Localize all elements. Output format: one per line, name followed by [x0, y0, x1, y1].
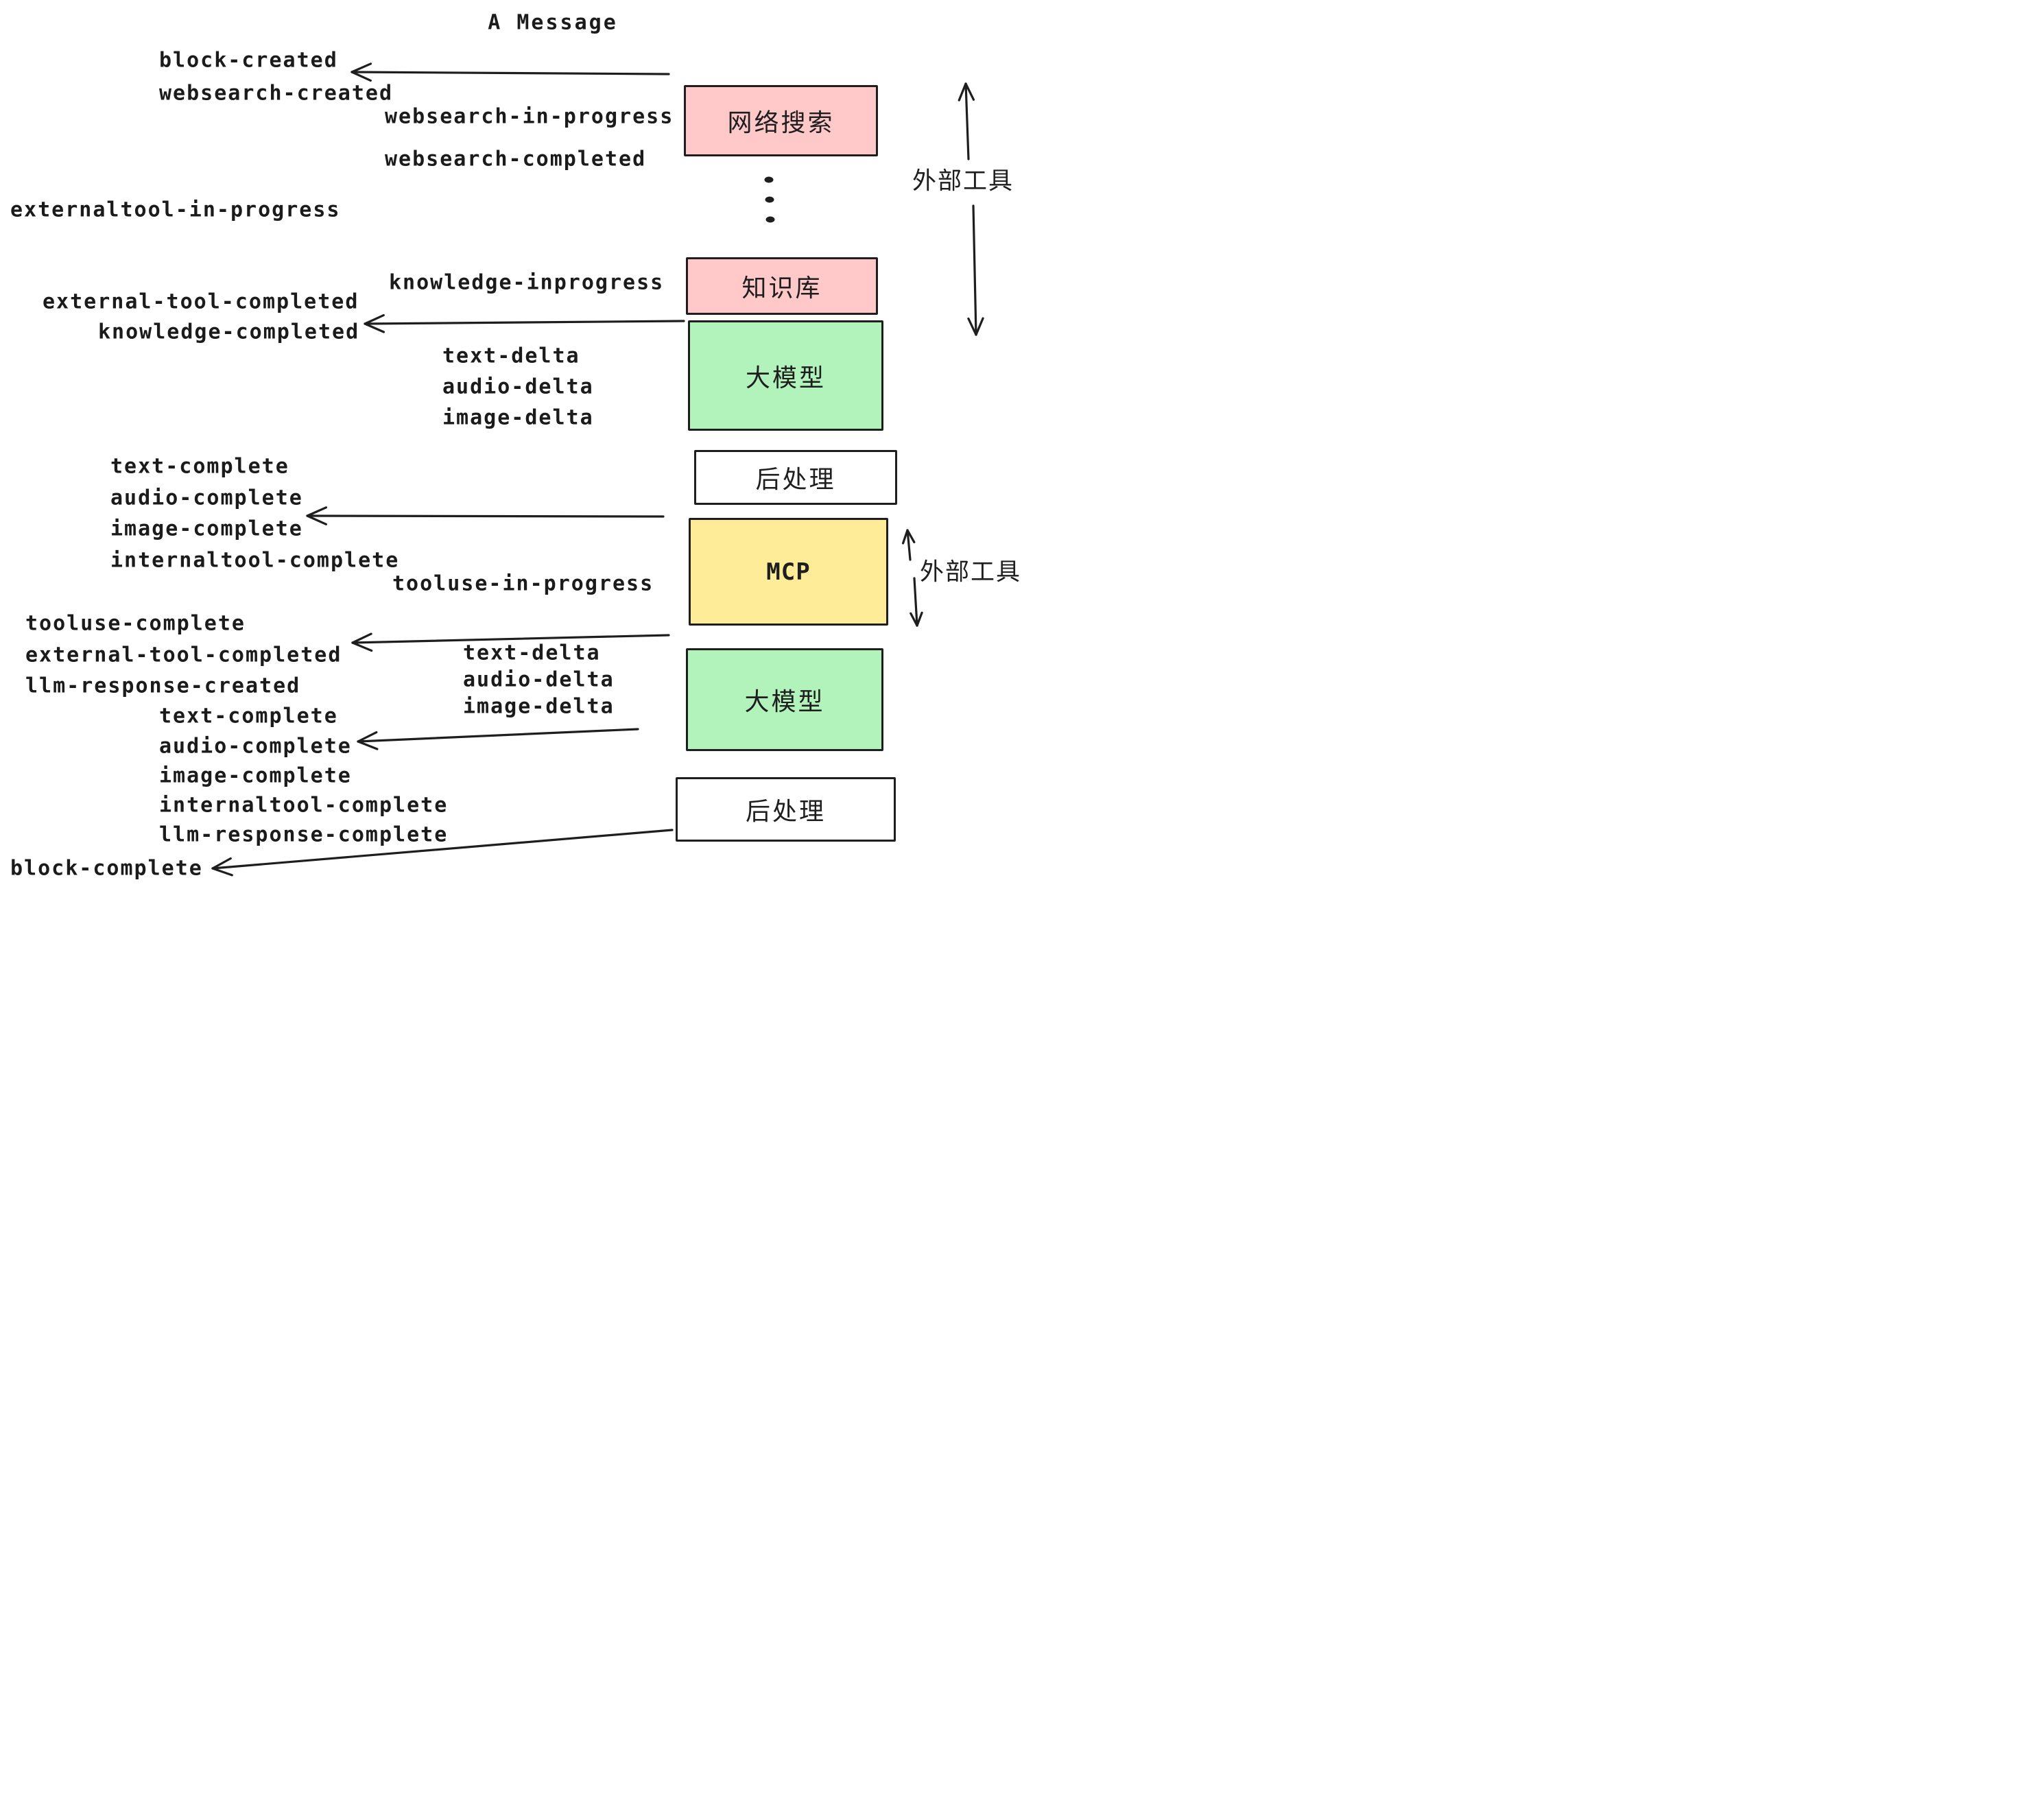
external-tools-label-2: 外部工具 [920, 558, 1022, 586]
event-label-external-tool-completed: external-tool-completed [25, 643, 342, 667]
event-label-externaltool-in-progress: externaltool-in-progress [10, 198, 341, 222]
arrow-to-tooluse-complete [351, 632, 670, 652]
process-box-3: 大模型 [688, 320, 883, 431]
event-label-websearch-created: websearch-created [159, 81, 394, 106]
external-tools-arrow-down-1 [967, 204, 984, 336]
event-label-block-created: block-created [159, 48, 338, 73]
process-box-label: 后处理 [755, 466, 836, 494]
external-tools-arrow-up-2 [901, 529, 916, 561]
event-label-external-tool-completed: external-tool-completed [43, 289, 359, 314]
process-box-4: 后处理 [694, 450, 897, 505]
arrow-layer [211, 62, 984, 877]
event-label-knowledge-completed: knowledge-completed [98, 320, 360, 344]
event-label-audio-complete: audio-complete [159, 734, 352, 759]
event-label-image-delta: image-delta [463, 694, 615, 719]
process-box-label: 网络搜索 [727, 109, 835, 137]
diagram-title: A Message [488, 10, 618, 35]
event-label-tooluse-in-progress: tooluse-in-progress [392, 571, 654, 596]
process-box-7: 后处理 [676, 777, 896, 842]
arrow-to-block-created [350, 62, 670, 82]
event-label-llm-response-complete: llm-response-complete [159, 822, 449, 847]
event-label-text-complete: text-complete [159, 704, 338, 728]
process-box-1: 网络搜索 [684, 85, 878, 156]
event-label-text-delta: text-delta [442, 344, 580, 368]
external-tools-label-1: 外部工具 [912, 167, 1014, 195]
event-label-internaltool-complete: internaltool-complete [110, 548, 400, 573]
event-label-audio-delta: audio-delta [442, 375, 594, 399]
process-box-label: 大模型 [745, 364, 826, 392]
ellipsis-dot [765, 216, 775, 223]
event-label-websearch-in-progress: websearch-in-progress [385, 104, 674, 129]
event-label-knowledge-inprogress: knowledge-inprogress [389, 270, 665, 295]
process-box-label: 知识库 [741, 274, 822, 302]
external-tools-arrow-down-2 [910, 577, 923, 627]
arrow-to-audio-complete [357, 728, 639, 750]
arrow-to-block-complete [211, 829, 674, 877]
process-box-5: MCP [689, 518, 888, 626]
event-label-internaltool-complete: internaltool-complete [159, 793, 449, 818]
process-box-6: 大模型 [686, 648, 883, 751]
event-label-websearch-completed: websearch-completed [385, 147, 647, 171]
event-label-text-complete: text-complete [110, 454, 289, 479]
event-label-image-complete: image-complete [159, 763, 352, 788]
process-box-2: 知识库 [686, 257, 878, 315]
event-label-tooluse-complete: tooluse-complete [25, 611, 246, 636]
arrow-to-image-complete [306, 506, 665, 525]
event-label-audio-complete: audio-complete [110, 486, 303, 510]
event-label-audio-delta: audio-delta [463, 667, 615, 692]
process-box-label: 后处理 [745, 798, 826, 826]
event-label-image-delta: image-delta [442, 405, 594, 430]
event-label-llm-response-created: llm-response-created [25, 674, 301, 698]
external-tools-arrow-up-1 [958, 82, 975, 161]
event-label-text-delta: text-delta [463, 641, 601, 665]
arrow-to-knowledge-completed [364, 313, 685, 333]
process-box-label: 大模型 [744, 688, 825, 716]
ellipsis-dot [764, 176, 774, 183]
event-label-block-complete: block-complete [10, 856, 203, 881]
ellipsis-dot [765, 196, 774, 203]
process-box-label: MCP [766, 558, 811, 586]
event-label-image-complete: image-complete [110, 517, 303, 541]
